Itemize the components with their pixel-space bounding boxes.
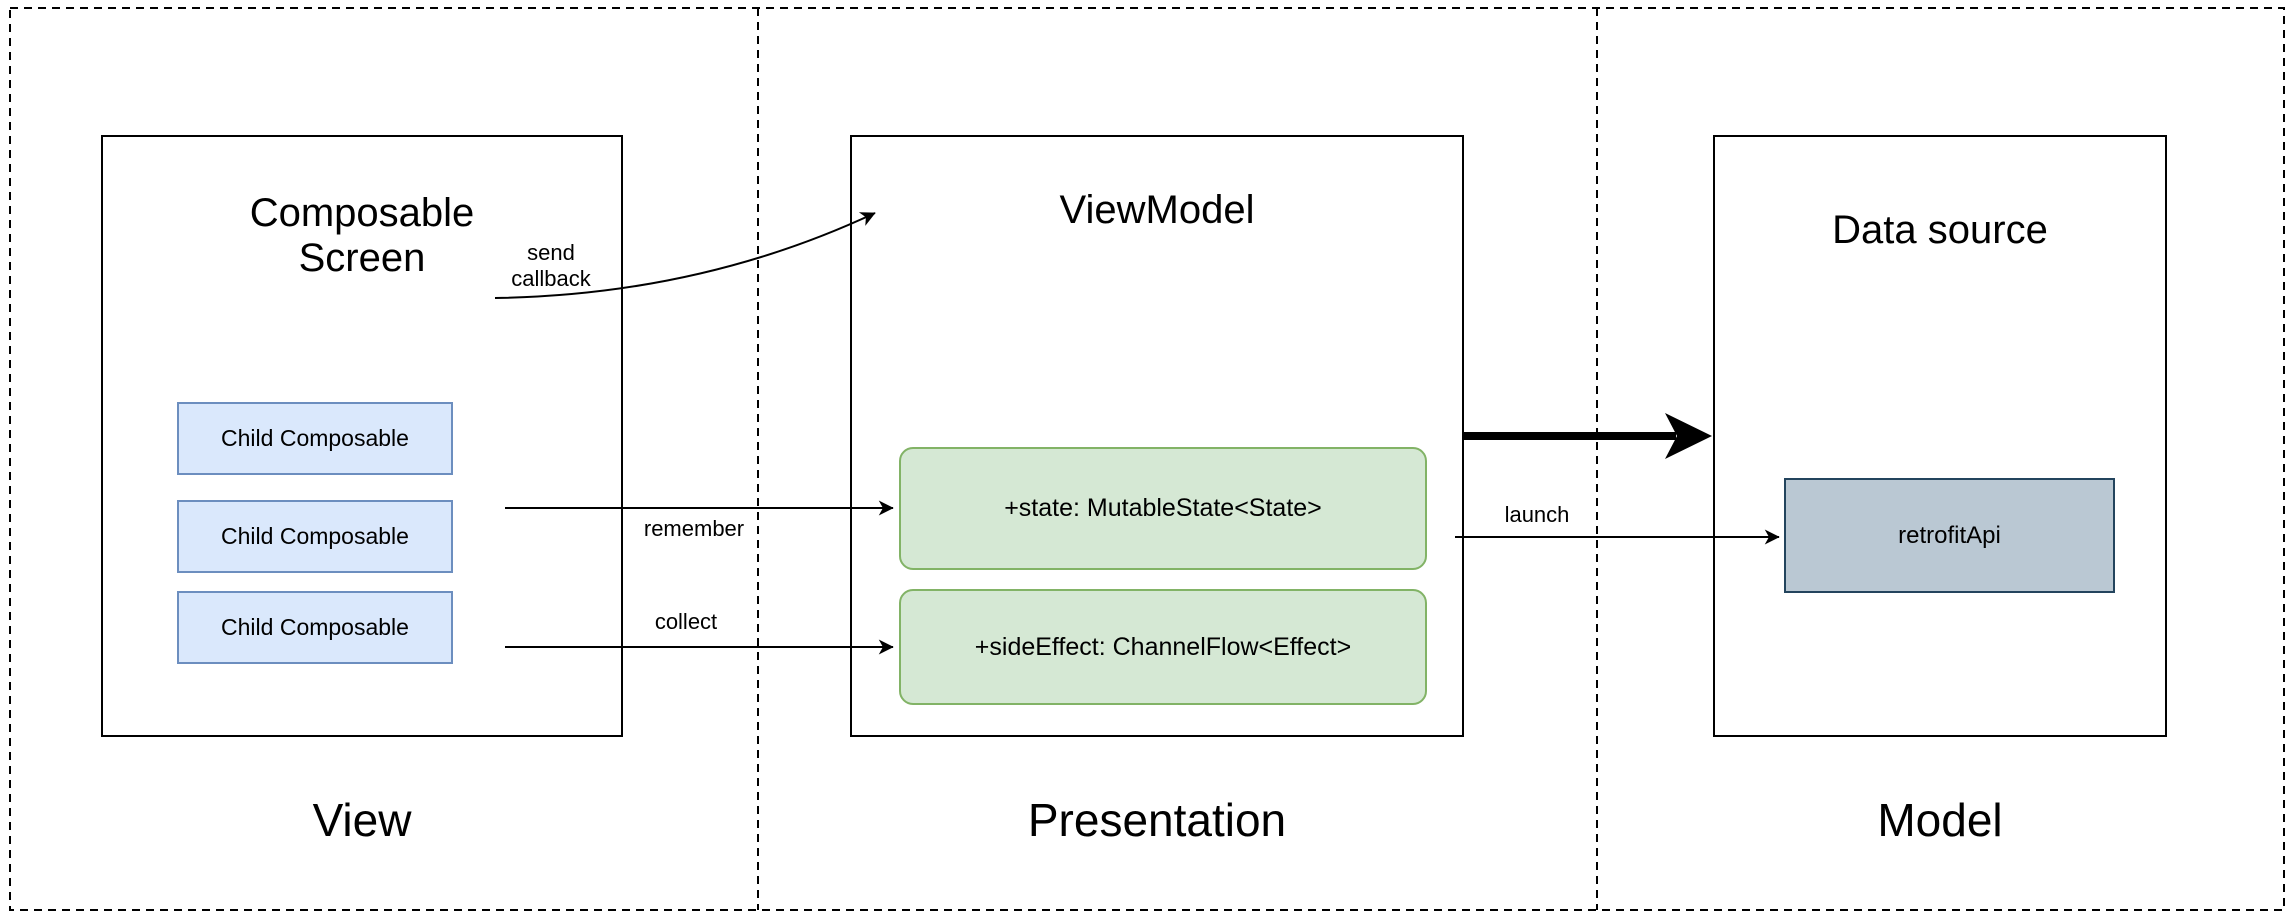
child-composable-box-2: Child Composable [177, 500, 453, 573]
section-label-model: Model [1877, 794, 2003, 846]
child-composable-box-3: Child Composable [177, 591, 453, 664]
section-label-presentation: Presentation [1027, 794, 1287, 846]
retrofit-api-label: retrofitApi [1898, 521, 2001, 549]
child-composable-label-3: Child Composable [221, 614, 409, 640]
state-member-box: +state: MutableState<State> [899, 447, 1427, 570]
send-callback-label: send callback [511, 240, 591, 291]
launch-label: launch [1504, 502, 1570, 527]
child-composable-label-2: Child Composable [221, 523, 409, 549]
remember-label: remember [643, 516, 745, 541]
retrofit-api-box: retrofitApi [1784, 478, 2115, 593]
sideeffect-member-box: +sideEffect: ChannelFlow<Effect> [899, 589, 1427, 705]
section-label-view: View [312, 794, 412, 846]
child-composable-box-1: Child Composable [177, 402, 453, 475]
viewmodel-title: ViewModel [1059, 188, 1255, 232]
sideeffect-member-label: +sideEffect: ChannelFlow<Effect> [974, 632, 1352, 661]
viewmodel-to-datasource-thick-arrowhead [1665, 413, 1712, 459]
data-source-title: Data source [1832, 208, 2048, 252]
child-composable-label-1: Child Composable [221, 425, 409, 451]
state-member-label: +state: MutableState<State> [1004, 494, 1322, 522]
collect-label: collect [654, 609, 718, 634]
